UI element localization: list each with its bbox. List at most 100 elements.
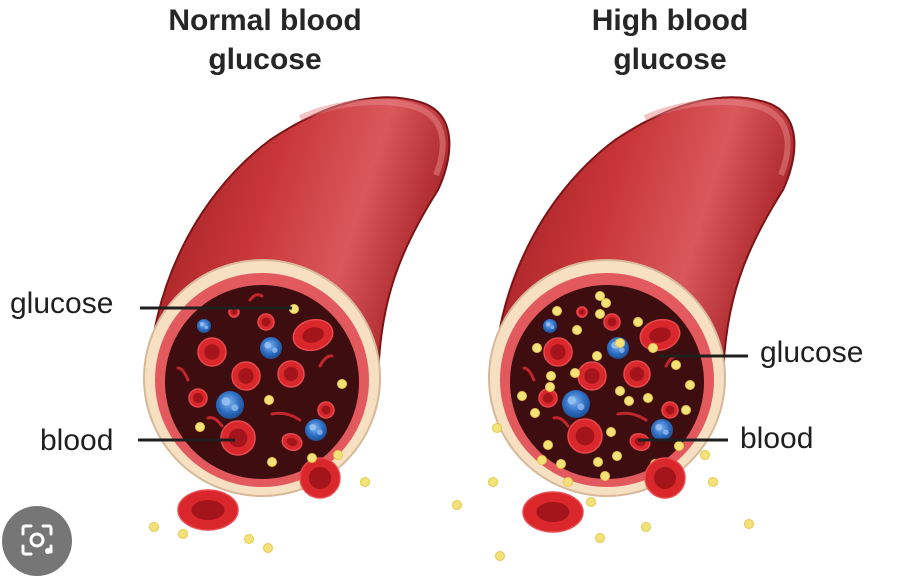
glucose-dot — [641, 522, 651, 532]
title-high-glucose: High blood glucose — [540, 1, 800, 79]
escaped-cells — [149, 423, 754, 561]
glucose-dot — [545, 382, 555, 392]
white-blood-cell — [216, 391, 244, 419]
glucose-dot — [360, 477, 370, 487]
cell-fragment — [270, 411, 302, 422]
red-blood-cell-center — [261, 317, 271, 327]
glucose-dot — [671, 360, 681, 370]
cell-fragment — [206, 416, 224, 428]
label-blood-right: blood — [740, 422, 814, 455]
glucose-dot — [601, 298, 611, 308]
cells-left — [176, 293, 347, 467]
title-normal-glucose: Normal blood glucose — [130, 1, 400, 79]
red-blood-cell-center — [286, 437, 298, 447]
red-blood-cell-center — [629, 366, 645, 382]
glucose-dot — [495, 551, 505, 561]
glucose-dot — [615, 386, 625, 396]
white-blood-cell-granule — [550, 325, 555, 330]
glucose-dot — [530, 408, 540, 418]
red-blood-cell-center — [228, 428, 248, 448]
glucose-dot — [267, 457, 277, 467]
red-blood-cell-center — [193, 393, 203, 403]
title-right-line2: glucose — [613, 43, 727, 76]
glucose-dot — [517, 391, 527, 401]
cell-fragment — [616, 411, 648, 422]
white-blood-cell — [197, 319, 211, 333]
blood-vessel-diagram — [138, 96, 796, 561]
glucose-dot — [452, 500, 462, 510]
glucose-dot — [570, 368, 580, 378]
glucose-dot — [195, 422, 205, 432]
glucose-dot — [244, 534, 254, 544]
glucose-dot — [178, 529, 188, 539]
white-blood-cell — [543, 319, 557, 333]
label-glucose-left: glucose — [10, 287, 114, 320]
white-blood-cell-granule — [567, 396, 576, 405]
cell-fragment — [176, 366, 190, 382]
red-blood-cell-center — [584, 368, 600, 384]
glucose-dot — [532, 343, 542, 353]
white-blood-cell — [260, 337, 282, 359]
white-blood-cell-granule — [663, 429, 669, 435]
glucose-dot — [674, 441, 684, 451]
glucose-dot — [595, 533, 605, 543]
glucose-dot — [643, 393, 653, 403]
white-blood-cell-granule — [199, 322, 204, 327]
red-blood-cell-center — [607, 317, 617, 327]
lens-search-button[interactable] — [2, 506, 72, 576]
glucose-dot — [595, 291, 605, 301]
glucose-dot — [563, 477, 573, 487]
glucose-dot — [556, 459, 566, 469]
red-blood-cell-center — [302, 327, 324, 343]
glucose-dot — [700, 450, 710, 460]
glucose-dot — [624, 396, 634, 406]
title-left-line2: glucose — [208, 43, 322, 76]
glucose-dot — [543, 440, 553, 450]
glucose-dot — [537, 455, 547, 465]
cells-right — [517, 291, 695, 469]
cell-fragment — [522, 366, 536, 382]
glucose-dot — [708, 477, 718, 487]
glucose-dot — [552, 306, 562, 316]
glucose-dot — [615, 338, 625, 348]
red-blood-cell-center — [543, 393, 553, 403]
white-blood-cell-granule — [655, 423, 662, 431]
glucose-dot — [595, 309, 605, 319]
white-blood-cell-granule — [204, 325, 209, 330]
red-blood-cell-center — [204, 344, 220, 360]
white-blood-cell-granule — [619, 347, 625, 353]
glucose-dot — [744, 519, 754, 529]
white-blood-cell-granule — [309, 423, 317, 431]
label-glucose-right: glucose — [760, 336, 864, 369]
glucose-dot — [685, 380, 695, 390]
glucose-dot — [307, 453, 317, 463]
lens-icon — [21, 524, 53, 556]
white-blood-cell-granule — [317, 429, 323, 435]
red-blood-cell-center — [575, 426, 595, 446]
title-left-line1: Normal blood — [168, 4, 362, 37]
glucose-dot — [592, 351, 602, 361]
red-blood-cell-center — [550, 344, 566, 360]
glucose-dot — [149, 522, 159, 532]
white-blood-cell — [305, 419, 327, 441]
red-blood-cell-center — [283, 366, 299, 382]
glucose-dot — [648, 343, 658, 353]
white-blood-cell-granule — [264, 341, 272, 349]
white-blood-cell-granule — [545, 322, 551, 327]
white-blood-cell-granule — [221, 397, 230, 406]
glucose-dot — [572, 325, 582, 335]
white-blood-cell-granule — [231, 404, 239, 412]
glucose-dot — [546, 371, 556, 381]
glucose-dot — [492, 423, 502, 433]
red-blood-cell-center — [649, 327, 671, 343]
cell-fragment — [248, 293, 264, 302]
red-blood-cell-center — [536, 502, 570, 522]
glucose-dot — [593, 457, 603, 467]
red-blood-cell-center — [309, 467, 331, 489]
white-blood-cell-granule — [577, 403, 585, 411]
glucose-dot — [264, 395, 274, 405]
glucose-dot — [612, 451, 622, 461]
glucose-dot — [600, 471, 610, 481]
red-blood-cell-center — [231, 309, 237, 315]
glucose-dot — [333, 450, 343, 460]
